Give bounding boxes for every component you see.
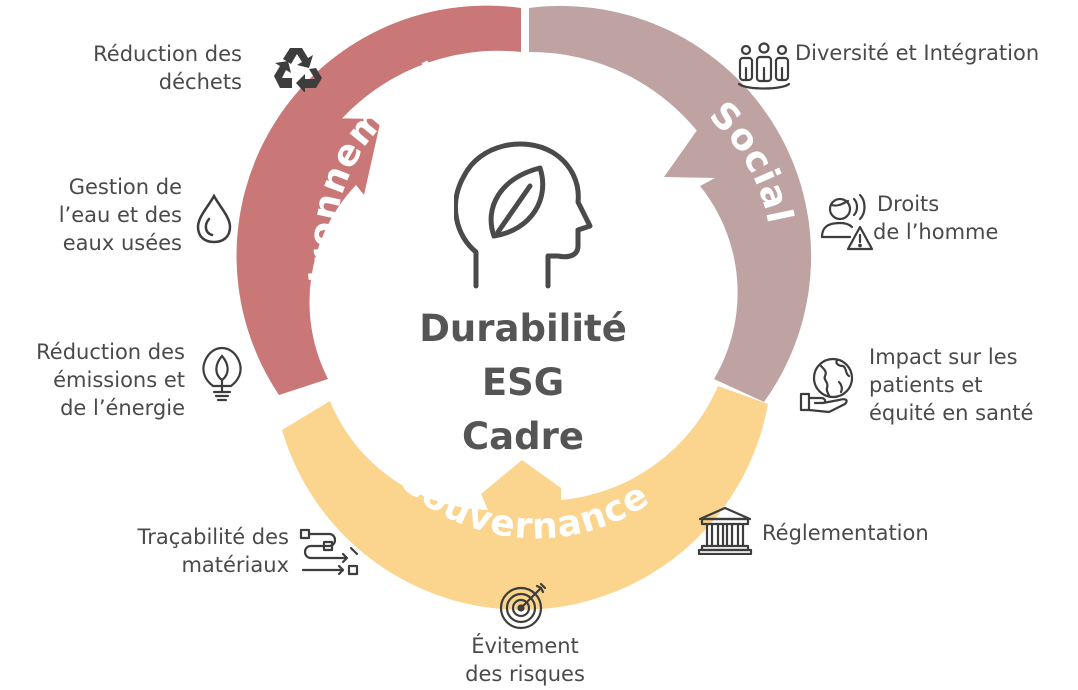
rights-line-1: Droits <box>877 192 940 216</box>
environment-segment <box>236 5 522 396</box>
regulation-label: Réglementation <box>762 519 929 547</box>
water-line-1: Gestion de <box>68 175 182 199</box>
people-group-icon <box>736 42 792 94</box>
rights-label: Droits de l’homme <box>873 190 998 246</box>
waste-line-1: Réduction des <box>93 42 242 66</box>
water-drop-icon <box>194 193 234 245</box>
courthouse-icon <box>697 505 753 555</box>
regulation-line-1: Réglementation <box>762 521 929 545</box>
governance-segment <box>282 386 768 610</box>
emissions-label: Réduction des émissions et de l’énergie <box>36 338 185 422</box>
head-leaf-icon <box>454 134 594 294</box>
patients-line-3: équité en santé <box>869 401 1034 425</box>
center-title-line-3: Cadre <box>462 415 584 458</box>
social-segment <box>529 5 812 403</box>
diversity-line-1: Diversité et Intégration <box>795 41 1040 65</box>
diversity-label: Diversité et Intégration <box>795 39 1039 67</box>
water-line-3: eaux usées <box>62 231 182 255</box>
traceability-line-1: Traçabilité des <box>137 525 289 549</box>
globe-hand-icon <box>799 356 859 416</box>
target-icon <box>497 580 549 632</box>
person-warning-icon <box>820 193 876 251</box>
center-title-line-1: Durabilité <box>419 307 627 350</box>
emissions-line-1: Réduction des <box>36 340 185 364</box>
patients-line-1: Impact sur les <box>869 345 1018 369</box>
emissions-line-2: émissions et <box>53 368 185 392</box>
water-label: Gestion de l’eau et des eaux usées <box>59 173 182 257</box>
patients-label: Impact sur les patients et équité en san… <box>869 343 1033 427</box>
water-line-2: l’eau et des <box>58 203 182 227</box>
center-title-line-2: ESG <box>481 361 565 404</box>
risk-label: Évitement des risques <box>440 632 610 688</box>
traceability-label: Traçabilité des matériaux <box>137 523 289 579</box>
flow-path-icon <box>299 528 363 578</box>
waste-line-2: déchets <box>158 70 242 94</box>
risk-line-2: des risques <box>465 662 585 686</box>
center-title: Durabilité ESG Cadre <box>368 302 678 464</box>
rights-line-2: de l’homme <box>873 220 999 244</box>
risk-line-1: Évitement <box>471 634 579 658</box>
traceability-line-2: matériaux <box>181 553 289 577</box>
recycle-icon <box>272 44 324 92</box>
patients-line-2: patients et <box>869 373 983 397</box>
waste-label: Réduction des déchets <box>93 40 242 96</box>
eco-bulb-icon <box>201 346 243 404</box>
emissions-line-3: de l’énergie <box>60 396 185 420</box>
